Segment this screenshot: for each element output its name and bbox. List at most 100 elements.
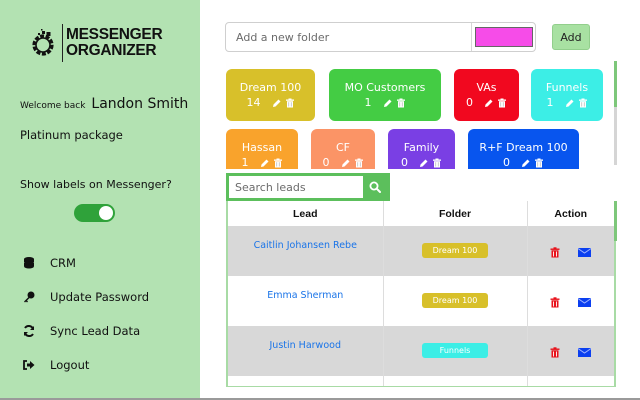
edit-folder-icon[interactable]: [272, 98, 282, 108]
header-action: Action: [527, 201, 614, 226]
folder-count: 1: [364, 96, 372, 109]
welcome-prefix: Welcome back: [20, 101, 86, 111]
folder-meta: 1: [531, 96, 603, 109]
folder-card-funnels[interactable]: Funnels 1: [531, 69, 603, 121]
leads-table: Lead Folder Action Caitlin Johansen Rebe…: [228, 201, 615, 386]
message-lead-icon[interactable]: [578, 298, 592, 307]
folder-cell: Dream 100: [383, 226, 528, 276]
lead-cell: Justin Harwood: [228, 326, 384, 376]
action-cell: [527, 276, 614, 326]
folder-badge: Dream 100: [422, 243, 488, 258]
delete-lead-icon[interactable]: [550, 347, 560, 358]
folder-name: MO Customers: [344, 81, 426, 94]
add-folder-button[interactable]: Add: [552, 24, 590, 50]
folder-cell: Funnels: [383, 326, 528, 376]
edit-folder-icon[interactable]: [383, 98, 393, 108]
package-label: Platinum package: [20, 128, 123, 142]
window-bottom-border: [0, 398, 640, 400]
lead-name-link[interactable]: Caitlin Johansen Rebe: [253, 240, 357, 251]
message-lead-icon[interactable]: [578, 248, 592, 257]
folder-card-mo-customers[interactable]: MO Customers 1: [329, 69, 441, 121]
folder-name: R+F Dream 100: [479, 141, 568, 154]
edit-folder-icon[interactable]: [419, 158, 429, 168]
folder-name: Hassan: [241, 141, 283, 154]
folder-name: Funnels: [545, 81, 589, 94]
folder-list-scrollbar-thumb[interactable]: [614, 61, 617, 107]
logout-icon: [22, 358, 36, 372]
nav-sync-lead-data-label: Sync Lead Data: [50, 324, 141, 338]
new-folder-form: [225, 22, 536, 52]
delete-folder-icon[interactable]: [285, 98, 295, 108]
edit-folder-icon[interactable]: [484, 98, 494, 108]
key-icon: [22, 290, 36, 304]
edit-folder-icon[interactable]: [260, 158, 270, 168]
folder-card-dream-100[interactable]: Dream 100 14: [226, 69, 315, 121]
nav-logout[interactable]: Logout: [22, 358, 89, 372]
table-header-row: Lead Folder Action: [228, 201, 614, 226]
delete-lead-icon[interactable]: [550, 297, 560, 308]
delete-folder-icon[interactable]: [432, 158, 442, 168]
folder-list-scrollbar[interactable]: [614, 61, 617, 165]
table-row: [228, 376, 614, 386]
lead-cell: Caitlin Johansen Rebe: [228, 226, 384, 276]
folder-meta: 14: [226, 96, 315, 109]
folder-badge: Funnels: [422, 343, 488, 358]
delete-folder-icon[interactable]: [354, 158, 364, 168]
search-icon: [369, 181, 381, 193]
table-row: Caitlin Johansen Rebe Dream 100: [228, 226, 614, 276]
leads-table-scrollbar[interactable]: [614, 201, 617, 241]
nav-update-password[interactable]: Update Password: [22, 290, 149, 304]
delete-folder-icon[interactable]: [497, 98, 507, 108]
delete-lead-icon[interactable]: [550, 247, 560, 258]
nav-sync-lead-data[interactable]: Sync Lead Data: [22, 324, 140, 338]
folder-cell: Dream 100: [383, 276, 528, 326]
folder-count: 0: [503, 156, 510, 169]
folder-badge: Dream 100: [422, 293, 488, 308]
folder-count: 1: [546, 96, 554, 109]
folder-count: 14: [246, 96, 261, 109]
message-lead-icon[interactable]: [578, 348, 592, 357]
row-actions: [528, 347, 615, 358]
folder-color-picker[interactable]: [471, 23, 535, 51]
folder-count: 1: [241, 156, 249, 169]
search-button[interactable]: [363, 176, 387, 198]
folder-name: Dream 100: [239, 81, 302, 94]
logo-divider: [62, 24, 63, 62]
new-folder-input[interactable]: [226, 23, 471, 51]
folder-meta: 0: [388, 156, 455, 169]
table-row: Emma Sherman Dream 100: [228, 276, 614, 326]
delete-folder-icon[interactable]: [578, 98, 588, 108]
sidebar: MESSENGER ORGANIZER Welcome back Landon …: [0, 0, 200, 398]
edit-folder-icon[interactable]: [341, 158, 351, 168]
action-cell: [527, 226, 614, 276]
edit-folder-icon[interactable]: [521, 158, 531, 168]
row-actions: [528, 247, 615, 258]
folder-card-hassan[interactable]: Hassan 1: [226, 129, 298, 169]
folder-card-r-f-dream-100[interactable]: R+F Dream 100 0: [468, 129, 579, 169]
delete-folder-icon[interactable]: [396, 98, 406, 108]
folder-count: 0: [322, 156, 330, 169]
edit-folder-icon[interactable]: [565, 98, 575, 108]
show-labels-toggle[interactable]: [74, 204, 115, 222]
delete-folder-icon[interactable]: [273, 158, 283, 168]
user-name: Landon Smith: [91, 96, 189, 112]
database-icon: [22, 256, 36, 270]
folder-color-swatch[interactable]: [474, 27, 533, 47]
nav-crm[interactable]: CRM: [22, 256, 76, 270]
show-labels-question: Show labels on Messenger?: [20, 178, 172, 191]
row-actions: [528, 297, 615, 308]
lead-name-link[interactable]: Emma Sherman: [267, 290, 344, 301]
search-leads-input[interactable]: [229, 176, 363, 198]
welcome-message: Welcome back Landon Smith: [20, 96, 188, 112]
lead-name-link[interactable]: Justin Harwood: [269, 340, 341, 351]
logo-line-1: MESSENGER: [66, 26, 163, 43]
logo: MESSENGER ORGANIZER: [28, 24, 163, 62]
sync-icon: [22, 324, 36, 338]
folder-meta: 1: [329, 96, 441, 109]
delete-folder-icon[interactable]: [534, 158, 544, 168]
